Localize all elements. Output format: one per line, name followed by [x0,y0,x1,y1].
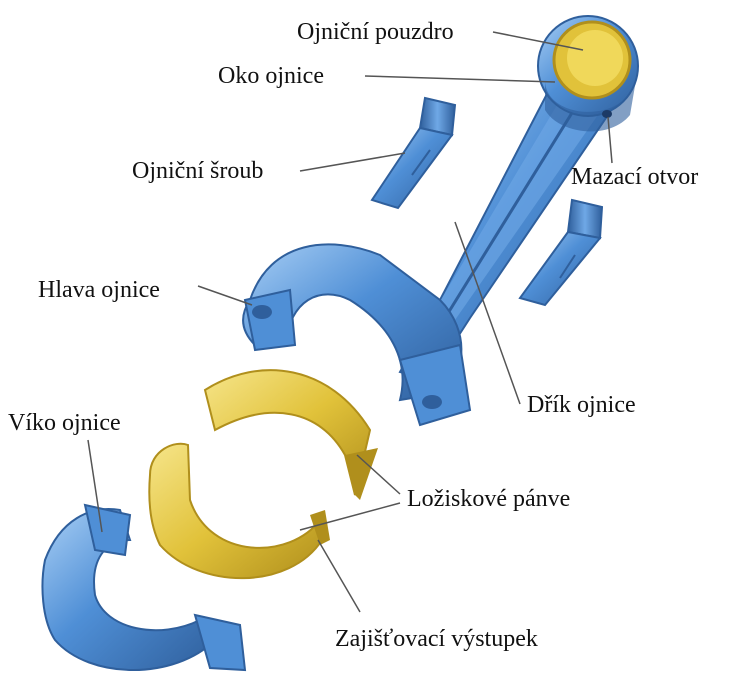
label-vystupek: Zajišťovací výstupek [335,627,538,651]
label-oko: Oko ojnice [218,64,324,88]
leader-sroub [300,153,405,171]
leader-hlava [198,286,252,305]
bearing-shell-upper [205,370,378,500]
label-mazaci: Mazací otvor [571,165,698,189]
label-sroub: Ojniční šroub [132,159,263,183]
label-pouzdro: Ojniční pouzdro [297,20,454,44]
leader-oko [365,76,555,82]
label-drik: Dřík ojnice [527,393,636,417]
rod-small-end [538,16,638,131]
oil-hole-mark [602,110,612,118]
bolt-left [372,98,455,208]
label-viko: Víko ojnice [8,411,121,435]
leader-vystupek [318,540,360,612]
label-panve: Ložiskové pánve [407,487,570,511]
bearing-shell-lower [149,444,330,578]
label-hlava: Hlava ojnice [38,278,160,302]
rod-cap [42,505,245,670]
